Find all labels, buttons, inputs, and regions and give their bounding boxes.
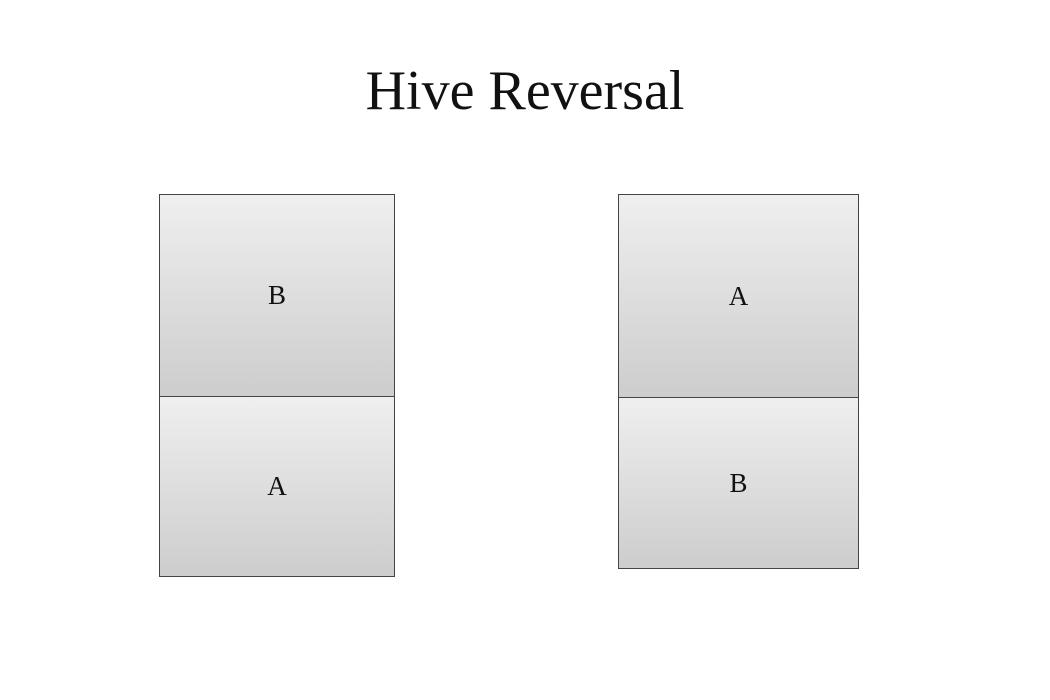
diagram-title: Hive Reversal (365, 60, 685, 122)
right-bottom-box: B (618, 397, 859, 569)
right-top-box: A (618, 194, 859, 398)
box-label: A (267, 471, 287, 501)
left-top-box: B (159, 194, 395, 397)
left-bottom-box: A (159, 396, 395, 577)
box-label: B (729, 467, 748, 498)
box-label: B (267, 280, 286, 310)
box-label: A (728, 280, 749, 311)
